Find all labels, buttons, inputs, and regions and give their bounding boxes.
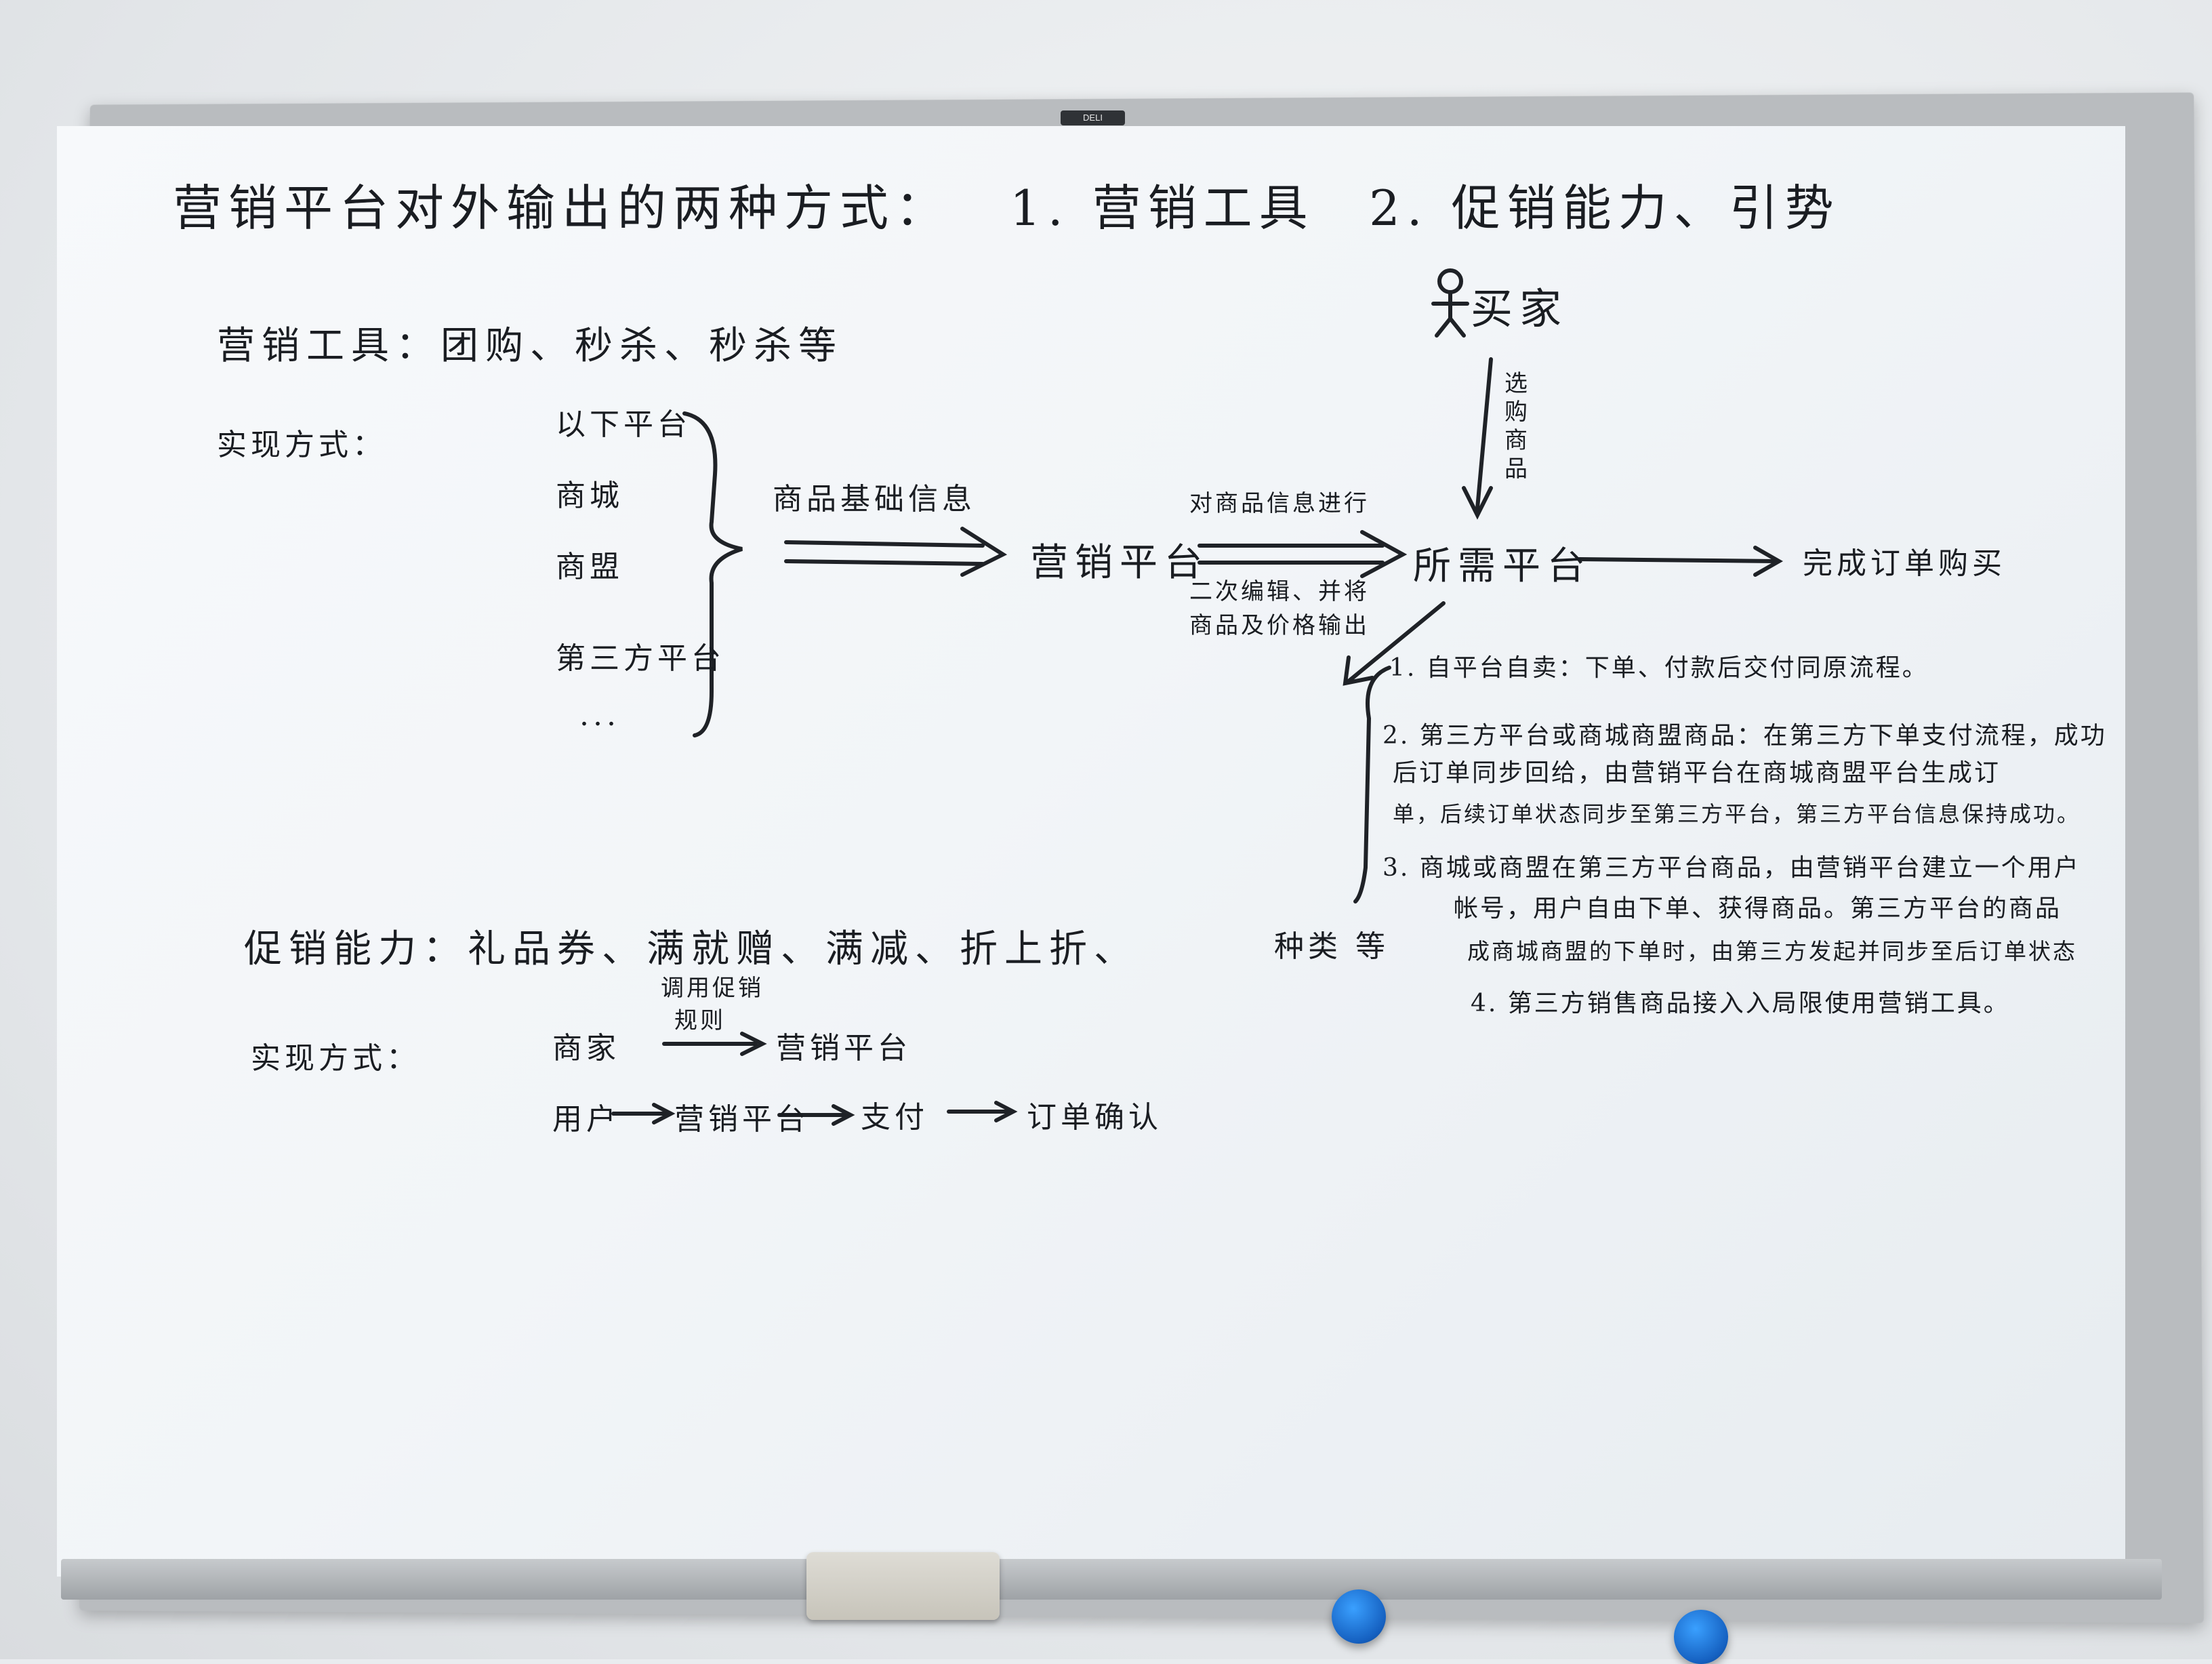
eraser[interactable]	[806, 1552, 1000, 1620]
marketing-tools-label: 营销工具：团购、秒杀、秒杀等	[217, 315, 843, 370]
magnet[interactable]	[1332, 1589, 1386, 1644]
section2-method-label: 实现方式：	[251, 1034, 420, 1077]
flow2-user: 用户	[552, 1095, 620, 1138]
note-3c: 成商城商盟的下单时，由第三方发起并同步至后订单状态	[1467, 934, 2077, 969]
arrow2-head	[1362, 532, 1403, 576]
flow2-payment: 支付	[861, 1093, 928, 1136]
note-1: 1. 自平台自卖：下单、付款后交付同原流程。	[1389, 651, 1929, 686]
etc-label: 种类 等	[1274, 922, 1389, 965]
arrow2-bottom-label-1: 二次编辑、并将	[1189, 573, 1370, 606]
customer-figure-head	[1439, 270, 1461, 292]
flow2-order-confirm: 订单确认	[1027, 1093, 1162, 1136]
flow2-platform: 营销平台	[674, 1095, 810, 1138]
arrow3-line	[1579, 559, 1776, 561]
note-3: 3. 商城或商盟在第三方平台商品，由营销平台建立一个用户	[1382, 851, 2081, 886]
promotion-ability-label: 促销能力：礼品券、满就赠、满减、折上折、	[244, 918, 1139, 973]
vertical-arrow-label: 选购商品	[1504, 369, 1532, 483]
arrow2-top-label: 对商品信息进行	[1189, 485, 1370, 518]
board-title: 营销平台对外输出的两种方式：	[173, 168, 951, 239]
note-2: 2. 第三方平台或商城商盟商品：在第三方下单支付流程，成功	[1382, 718, 2107, 754]
order-complete: 完成订单购买	[1803, 539, 2006, 582]
section1-method-label: 实现方式：	[217, 420, 386, 464]
arrow1-label: 商品基础信息	[773, 474, 976, 518]
flow1-arrow-label-2: 规则	[674, 1002, 726, 1035]
marker-tray	[61, 1559, 2162, 1600]
title-item-2: 2. 促销能力、引势	[1369, 168, 1841, 239]
source-1: 以下平台	[556, 400, 691, 443]
arrow1-line-b	[786, 561, 983, 564]
arrow1-head	[962, 529, 1003, 575]
sources-brace	[684, 413, 742, 735]
source-ellipsis: ...	[579, 698, 620, 733]
note-2c: 单，后续订单状态同步至第三方平台，第三方平台信息保持成功。	[1393, 796, 2081, 832]
arrow1-line-a	[786, 542, 983, 546]
flow1-merchant: 商家	[552, 1023, 620, 1067]
flow1-platform: 营销平台	[776, 1023, 912, 1067]
magnet[interactable]	[1674, 1610, 1728, 1664]
arrow2-bottom-label-2: 商品及价格输出	[1189, 607, 1370, 640]
customer-label: 买家	[1471, 275, 1568, 336]
vertical-arrow-line	[1477, 359, 1491, 508]
note-4: 4. 第三方销售商品接入入局限使用营销工具。	[1471, 986, 2010, 1021]
title-item-1: 1. 营销工具	[1010, 168, 1315, 239]
customer-figure-legs	[1437, 319, 1464, 336]
source-3: 商盟	[556, 542, 623, 586]
hub-marketing-platform: 营销平台	[1030, 532, 1209, 587]
source-2: 商城	[556, 471, 623, 514]
note-2b: 后订单同步回给，由营销平台在商城商盟平台生成订	[1393, 756, 2001, 791]
target-platform: 所需平台	[1413, 535, 1592, 590]
flow1-arrow-label-1: 调用促销	[661, 969, 764, 1002]
source-4: 第三方平台	[556, 634, 725, 677]
note-3b: 帐号，用户自由下单、获得商品。第三方平台的商品	[1454, 891, 2062, 927]
